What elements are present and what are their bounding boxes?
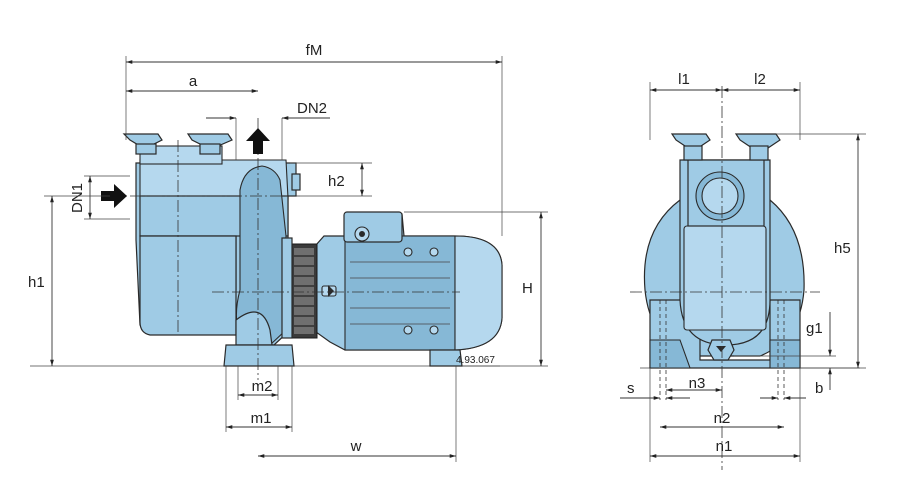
dim-label-m2: m2	[252, 378, 273, 395]
dim-label-fM: fM	[306, 42, 323, 59]
dim-label-DN2: DN2	[297, 100, 327, 117]
dim-label-n2: n2	[714, 410, 731, 427]
drawing-code: 4.93.067	[456, 355, 495, 366]
pump-housing	[122, 133, 301, 367]
dim-label-m1: m1	[251, 410, 272, 427]
dim-label-l1: l1	[678, 71, 690, 88]
dim-label-n3: n3	[689, 375, 706, 392]
front-view: l1 l2 h5 g1 s n3 b n2 n1	[620, 71, 866, 470]
dim-label-w: w	[350, 438, 362, 455]
dim-label-g1: g1	[806, 320, 823, 337]
dim-label-h2: h2	[328, 173, 345, 190]
motor	[315, 211, 503, 367]
dim-label-h1: h1	[28, 274, 45, 291]
dim-label-DN1: DN1	[69, 183, 86, 213]
inlet-arrow-icon	[101, 184, 127, 208]
outlet-arrow-icon	[246, 128, 270, 154]
dim-label-b: b	[815, 380, 823, 397]
side-view: fM a DN2 h2 DN1 h1 H	[28, 42, 548, 462]
dim-label-H: H	[522, 280, 533, 297]
dim-label-l2: l2	[754, 71, 766, 88]
dim-label-s: s	[627, 380, 635, 397]
dim-label-h5: h5	[834, 240, 851, 257]
dim-label-a: a	[189, 73, 198, 90]
dim-label-n1: n1	[716, 438, 733, 455]
coupling-grille	[290, 243, 318, 339]
